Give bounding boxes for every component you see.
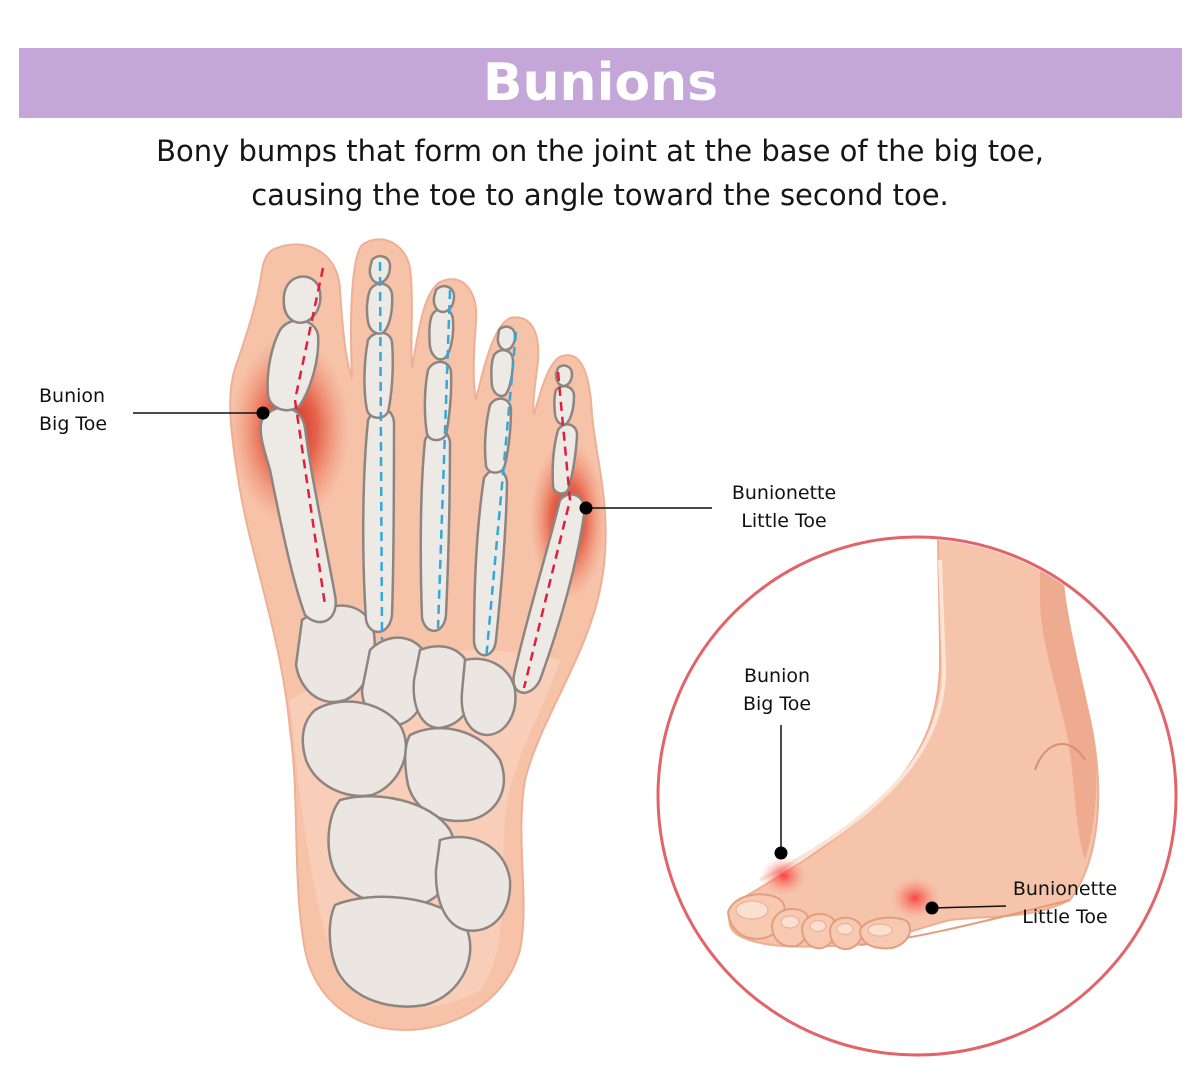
bunionette-label-side-line1: Bunionette [1012,878,1118,900]
bunion-label-side-line1: Bunion [743,665,811,687]
misaligned-axes [293,267,572,689]
bunion-label-side: Bunion Big Toe [727,662,827,718]
bunion-label-top-line2: Big Toe [39,413,108,435]
bunionette-label-top-line1: Bunionette [731,482,837,504]
phalanges [266,254,579,495]
side-toenails [735,900,893,937]
tarsal-bones [294,604,517,1008]
metatarsals [259,406,586,694]
subtitle-line-2: causing the toe to angle toward the seco… [251,178,949,212]
bunion-label-top-line1: Bunion [39,385,106,407]
bunionette-label-side-line2: Little Toe [1022,906,1108,928]
side-ankle [1034,743,1086,771]
subtitle-line-1: Bony bumps that form on the joint at the… [156,134,1044,168]
normal-axes [378,261,518,661]
side-view-pointers [774,725,1007,915]
side-bunion-glow [760,856,808,896]
top-view-pointers [133,406,712,515]
bunionette-label-side: Bunionette Little Toe [999,875,1131,931]
foot-top-view [133,238,712,1032]
side-instep-highlight [759,559,947,882]
title: Bunions [482,53,719,113]
bunionette-label-top: Bunionette Little Toe [718,479,850,535]
title-banner: Bunions [19,48,1182,118]
bunion-label-side-line2: Big Toe [742,693,812,715]
side-view-inset [656,535,1178,1057]
bunionette-label-top-line2: Little Toe [741,510,827,532]
metatarsal-1 [259,406,338,624]
side-leg-shadow [1040,539,1097,860]
bunion-label-top: Bunion Big Toe [39,382,107,438]
